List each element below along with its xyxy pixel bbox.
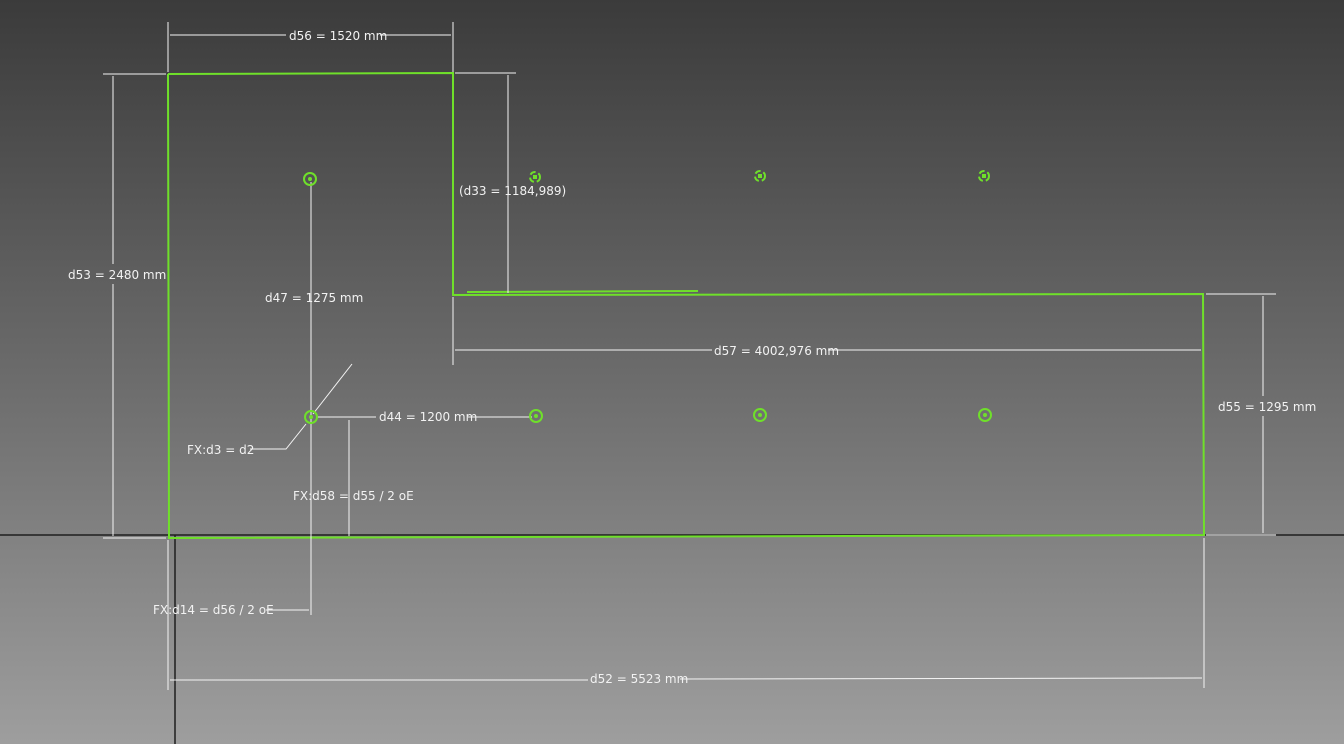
dimension-d44[interactable]: d44 = 1200 mm	[316, 410, 532, 424]
dimension-d33[interactable]: (d33 = 1184,989)	[455, 72, 566, 293]
sketch-point[interactable]	[303, 172, 317, 186]
dimension-label[interactable]: d44 = 1200 mm	[379, 410, 477, 424]
dimension-label[interactable]: FX:d58 = d55 / 2 oE	[293, 489, 414, 503]
dimension-d53[interactable]: d53 = 2480 mm	[68, 73, 166, 539]
sketch-point[interactable]	[304, 410, 318, 424]
sketch-point[interactable]	[529, 409, 543, 423]
dimension-label[interactable]: d57 = 4002,976 mm	[714, 344, 839, 358]
dimension-d3[interactable]: FX:d3 = d2	[187, 363, 353, 457]
dimension-d58[interactable]: FX:d58 = d55 / 2 oE	[293, 420, 414, 536]
dimension-d14[interactable]: FX:d14 = d56 / 2 oE	[153, 540, 309, 690]
sketch-point[interactable]	[978, 408, 992, 422]
dimension-d47[interactable]: d47 = 1275 mm	[265, 182, 363, 615]
dimension-label[interactable]: d47 = 1275 mm	[265, 291, 363, 305]
dimension-d52[interactable]: d52 = 5523 mm	[170, 538, 1205, 688]
sketch-line[interactable]	[466, 290, 699, 293]
dimension-label[interactable]: d53 = 2480 mm	[68, 268, 166, 282]
sketch-center-point[interactable]	[529, 171, 541, 183]
dimension-label[interactable]: d56 = 1520 mm	[289, 29, 387, 43]
sketch-point[interactable]	[753, 408, 767, 422]
dimension-label[interactable]: (d33 = 1184,989)	[459, 184, 566, 198]
sketch-profile[interactable]	[167, 71, 1206, 540]
dimension-label[interactable]: FX:d14 = d56 / 2 oE	[153, 603, 274, 617]
dimension-label[interactable]: d52 = 5523 mm	[590, 672, 688, 686]
dimension-d55[interactable]: d55 = 1295 mm	[1206, 293, 1316, 536]
sketch-center-point[interactable]	[754, 170, 766, 182]
dimension-d56[interactable]: d56 = 1520 mm	[167, 22, 454, 72]
dimension-d57[interactable]: d57 = 4002,976 mm	[452, 297, 1201, 365]
dimension-label[interactable]: d55 = 1295 mm	[1218, 400, 1316, 414]
dimension-label[interactable]: FX:d3 = d2	[187, 443, 254, 457]
sketch-center-point[interactable]	[978, 170, 990, 182]
